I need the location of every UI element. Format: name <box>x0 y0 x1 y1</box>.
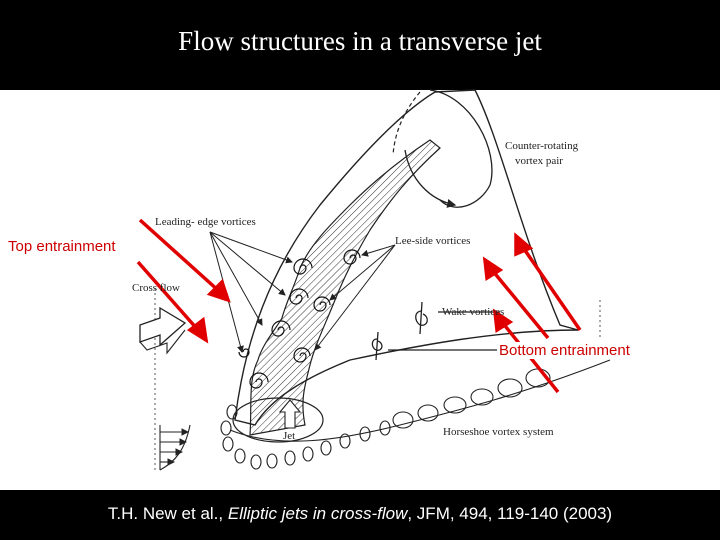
citation-journal: , JFM, 494, 119-140 (2003) <box>407 504 613 523</box>
envelope-rim <box>392 91 421 156</box>
citation-bar <box>0 490 720 540</box>
bottom-entrainment-label: Bottom entrainment <box>497 342 632 359</box>
cross-flow-label: Cross flow <box>132 282 180 294</box>
jet-arrow <box>278 399 302 429</box>
horseshoe-vortex-chain <box>220 359 611 470</box>
bottom-entrainment-arrow-1 <box>514 232 582 331</box>
lee-side-pointers <box>314 244 396 351</box>
top-entrainment-arrow-2 <box>136 260 209 344</box>
ground-plane <box>154 288 601 470</box>
top-entrainment-label: Top entrainment <box>6 238 118 255</box>
citation-paper-title: Elliptic jets in cross-flow <box>227 504 408 523</box>
velocity-profile <box>159 424 191 471</box>
slide-title: Flow structures in a transverse jet <box>178 26 542 56</box>
lee-side-label: Lee-side vortices <box>395 235 471 247</box>
citation-authors: T.H. New et al., <box>107 504 228 523</box>
counter-rotating-vortex-lobe <box>429 89 493 208</box>
vortex-spirals <box>238 249 361 389</box>
counter-rotating-label-line2: vortex pair <box>515 155 563 167</box>
wake-vortices <box>371 301 500 361</box>
jet-nozzle <box>232 397 324 443</box>
title-bar <box>0 0 720 90</box>
citation: T.H. New et al., Elliptic jets in cross-… <box>0 504 720 524</box>
cross-flow-arrow <box>139 306 187 347</box>
horseshoe-label: Horseshoe vortex system <box>443 426 554 438</box>
counter-rotating-label-line1: Counter-rotating <box>505 140 579 152</box>
wake-vortices-label: Wake vortices <box>442 306 505 318</box>
jet-label: Jet <box>283 430 296 442</box>
jet-envelope <box>234 89 579 426</box>
leading-edge-label: Leading- edge vortices <box>155 216 256 228</box>
bottom-entrainment-arrow-2 <box>482 256 550 340</box>
top-entrainment-arrow-1 <box>138 218 231 303</box>
